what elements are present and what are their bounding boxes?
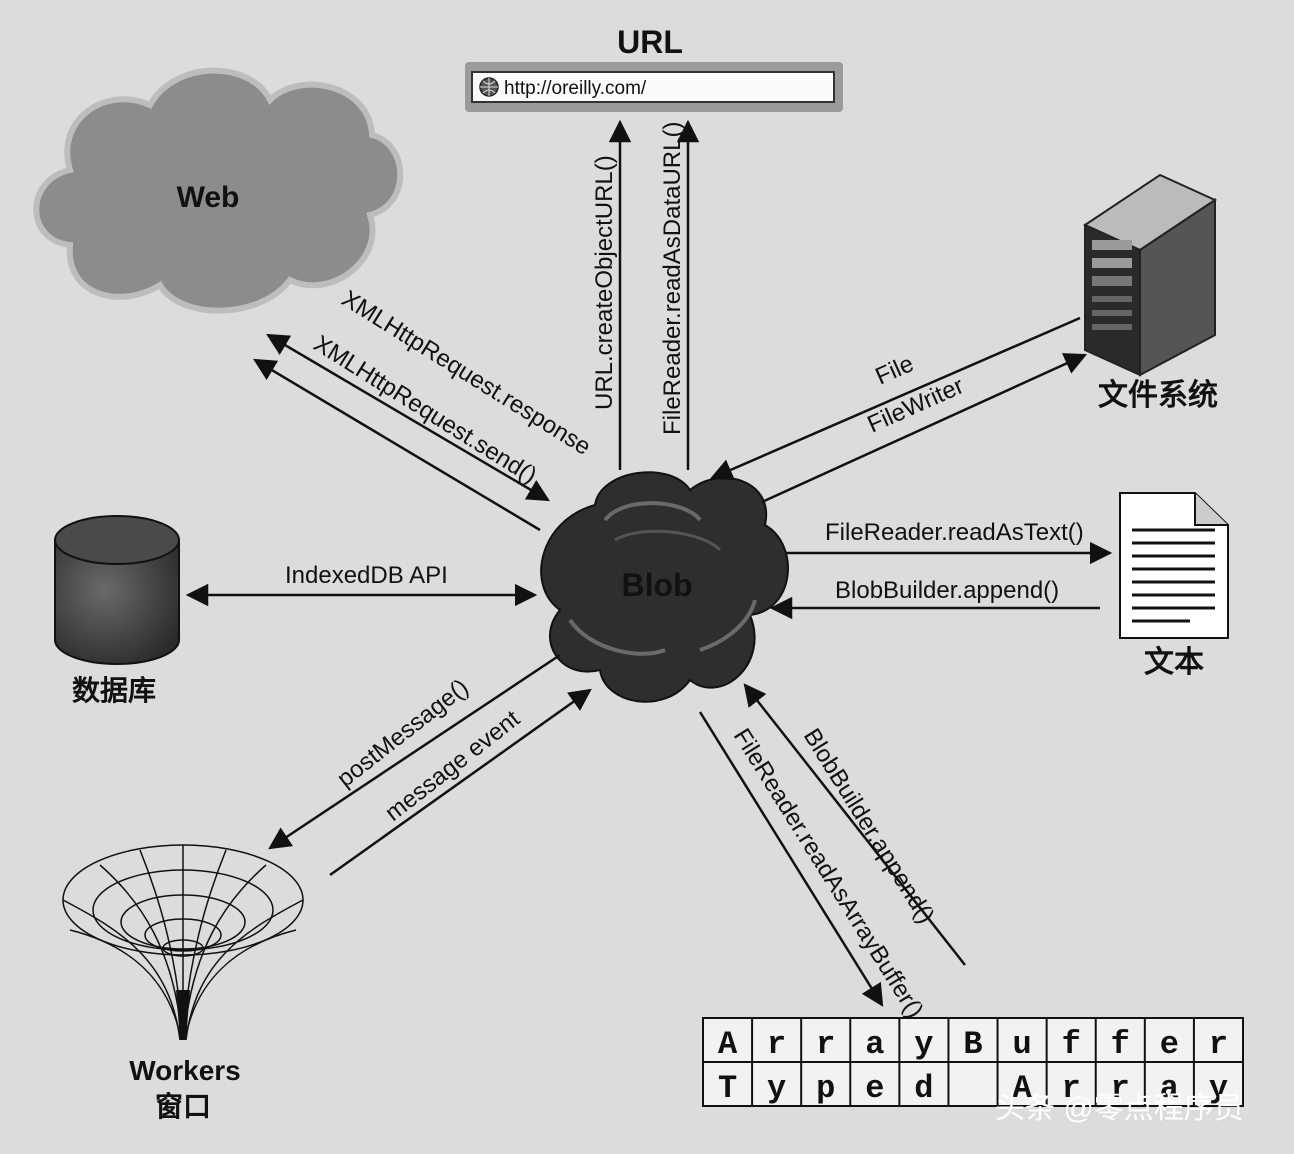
label-indexeddb-api: IndexedDB API [285, 562, 448, 589]
filesystem-label: 文件系统 [1098, 378, 1218, 412]
url-node: URL http://oreilly.com/ [465, 24, 843, 112]
array-grid-cell: p [816, 1070, 835, 1107]
label-create-object-url: URL.createObjectURL() [591, 155, 618, 410]
document-icon [1119, 492, 1229, 639]
label-file: File [871, 350, 917, 390]
array-grid-cell: y [767, 1070, 786, 1107]
arrow-xhr-send [253, 358, 541, 532]
array-grid-cell: f [1111, 1026, 1130, 1063]
text-document-node: 文本 [1119, 492, 1229, 679]
array-grid-cell: B [963, 1026, 982, 1063]
array-grid-cell: A [1012, 1070, 1032, 1107]
array-grid-cell: y [914, 1026, 933, 1063]
array-grid-cell: r [816, 1026, 835, 1063]
url-address-text: http://oreilly.com/ [504, 78, 647, 99]
arrow-blob-to-filesystem [761, 353, 1088, 504]
arrow-blob-to-arraybuffer [698, 711, 884, 1007]
globe-icon [479, 77, 499, 97]
label-read-as-text: FileReader.readAsText() [825, 519, 1084, 546]
database-icon [54, 515, 180, 665]
url-address-bar [471, 71, 835, 103]
array-grid-cell: f [1062, 1026, 1081, 1063]
array-grid-cell: a [865, 1026, 884, 1063]
database-node: 数据库 [54, 515, 180, 706]
blob-label: Blob [621, 567, 692, 603]
arrow-web-to-blob-response [267, 333, 550, 502]
label-read-as-data-url: FileReader.readAsDataURL() [659, 122, 686, 435]
server-icon [1082, 173, 1218, 377]
array-grid-cell: d [914, 1070, 933, 1107]
arrow-filesystem-to-blob [709, 316, 1081, 481]
array-grid-cell: e [865, 1070, 884, 1107]
database-label: 数据库 [72, 675, 156, 706]
text-document-label: 文本 [1144, 645, 1204, 679]
array-grid-cell: r [1062, 1070, 1081, 1107]
watermark: 头条 @零点程序员 [995, 1092, 1244, 1125]
workers-sublabel: 窗口 [155, 1090, 211, 1122]
blob-node: Blob [540, 471, 789, 703]
web-cloud-node: Web [33, 67, 404, 314]
array-grid-cell: T [718, 1070, 737, 1107]
filesystem-node: 文件系统 [1082, 173, 1218, 412]
array-grid-cell: y [1209, 1070, 1228, 1107]
arrow-blob-to-workers [268, 653, 561, 850]
array-grid-cell: e [1160, 1026, 1179, 1063]
label-blob-builder-append: BlobBuilder.append() [835, 577, 1059, 604]
array-grid-cell: r [1209, 1026, 1228, 1063]
cloud-icon [33, 67, 404, 314]
array-grid-cell: r [767, 1026, 786, 1063]
array-grid-cell: a [1160, 1070, 1179, 1107]
web-label: Web [177, 181, 240, 214]
array-grid-cell: A [718, 1026, 738, 1063]
arrow-workers-to-blob [329, 688, 592, 877]
label-blob-builder-append-buffer: BlobBuilder.append() [798, 724, 940, 928]
edges [185, 119, 1113, 1007]
arrow-arraybuffer-to-blob [743, 683, 966, 966]
url-title: URL [617, 24, 683, 60]
workers-label: Workers [129, 1055, 241, 1086]
workers-node: Workers 窗口 [62, 844, 304, 1122]
array-grid-cell: u [1012, 1026, 1031, 1063]
array-grid-cell: r [1111, 1070, 1130, 1107]
